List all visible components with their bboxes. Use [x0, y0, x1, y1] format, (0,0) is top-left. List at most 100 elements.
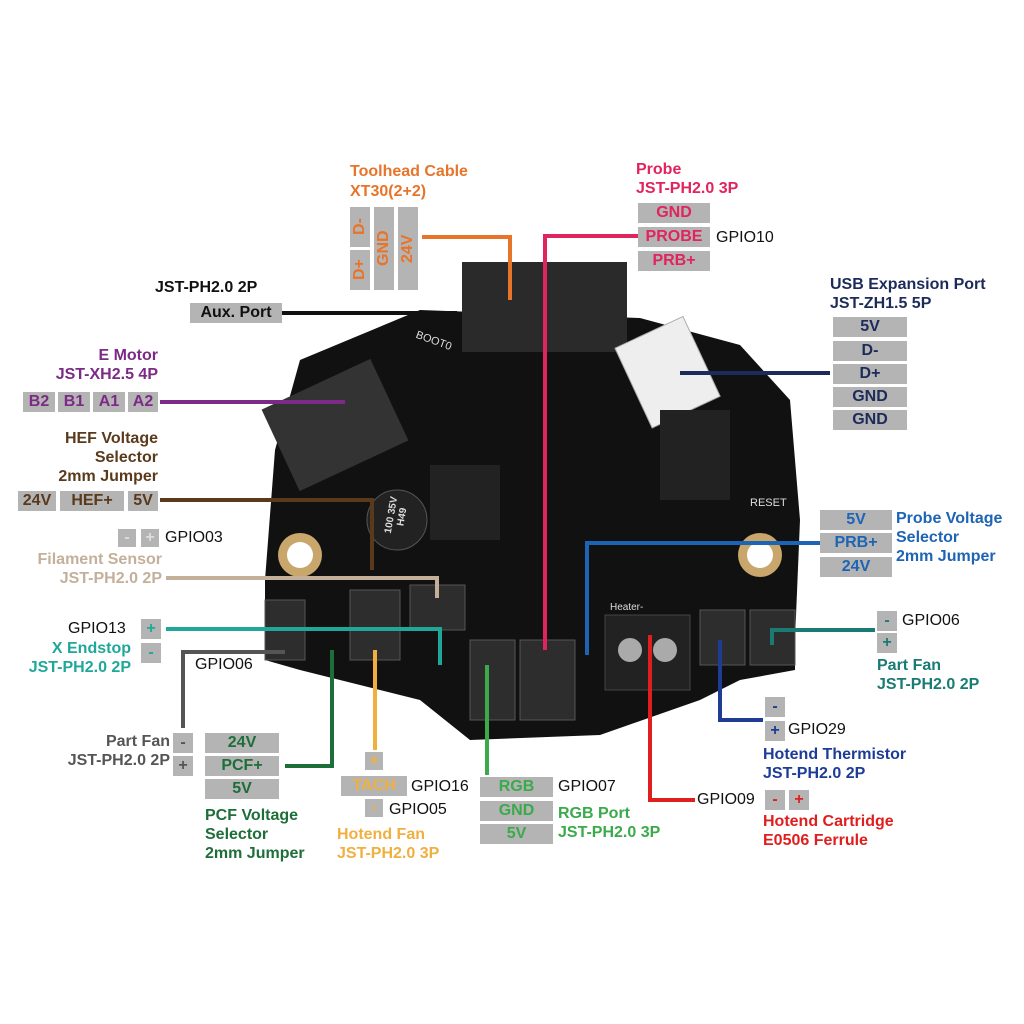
hotendfan-gpio-minus: GPIO05 [389, 801, 447, 818]
pin-pcf-plus: PCF+ [205, 756, 279, 776]
pin-5v: 5V [833, 317, 907, 337]
pin-plus: + [141, 529, 159, 547]
partfan-left-subtitle: JST-PH2.0 2P [67, 752, 170, 769]
usb-subtitle: JST-ZH1.5 5P [830, 295, 932, 312]
silk-heater-minus: Heater- [610, 602, 644, 613]
rgb-gpio: GPIO07 [558, 778, 616, 795]
pin-gnd: GND [374, 207, 394, 290]
pin-minus: - [765, 790, 785, 810]
filament-subtitle: JST-PH2.0 2P [59, 570, 162, 587]
pin-5v: 5V [480, 824, 553, 844]
pin-24v: 24V [205, 733, 279, 753]
probe-voltage-line [585, 541, 820, 655]
heatsink-1 [430, 465, 500, 540]
e-motor-connector [261, 358, 409, 492]
hef-title-3: 2mm Jumper [58, 468, 158, 485]
xendstop-gpio: GPIO13 [68, 620, 126, 637]
hotendfan-subtitle: JST-PH2.0 3P [337, 845, 440, 862]
probe-title: Probe [636, 161, 682, 178]
toolhead-subtitle: XT30(2+2) [350, 183, 427, 200]
pin-plus: + [877, 633, 897, 653]
partfan-right-gpio: GPIO06 [902, 612, 960, 629]
partfan-left-title: Part Fan [105, 733, 170, 750]
pin-24v: 24V [820, 557, 892, 577]
pcf-title: PCF Voltage [205, 807, 299, 824]
pin-gnd: GND [833, 387, 907, 407]
probe-gpio: GPIO10 [716, 229, 774, 246]
xendstop-line [166, 627, 442, 665]
pin-24v: 24V [18, 491, 56, 511]
heater-gpio: GPIO09 [697, 791, 755, 808]
pin-5v: 5V [820, 510, 892, 530]
xendstop-subtitle: JST-PH2.0 2P [28, 659, 131, 676]
probe-subtitle: JST-PH2.0 3P [636, 180, 739, 197]
pin-probe: PROBE [638, 227, 710, 247]
pin-5v: 5V [128, 491, 158, 511]
probe-voltage-title-3: 2mm Jumper [896, 548, 996, 565]
pcf-line [285, 650, 334, 768]
usb-title: USB Expansion Port [830, 276, 986, 293]
pin-a1: A1 [93, 392, 125, 412]
pin-tach: TACH [341, 776, 407, 796]
thermistor-gpio: GPIO29 [788, 721, 846, 738]
filament-title: Filament Sensor [37, 551, 162, 568]
hef-title: HEF Voltage [64, 430, 158, 447]
pin-plus: + [789, 790, 809, 810]
heater-terminal [604, 614, 691, 691]
hef-title-2: Selector [94, 449, 158, 466]
pin-d-plus: D+ [350, 250, 370, 290]
pin-gnd: GND [833, 410, 907, 430]
heater-line [648, 635, 695, 802]
xendstop-title: X Endstop [51, 640, 131, 657]
thermistor-title: Hotend Thermistor [763, 746, 907, 763]
silk-reset: RESET [750, 497, 787, 509]
thermistor-line [718, 640, 763, 722]
toolhead-title: Toolhead Cable [350, 163, 468, 180]
partfan-right-subtitle: JST-PH2.0 2P [877, 676, 980, 693]
pin-gnd: GND [480, 801, 553, 821]
pin-minus: - [173, 733, 193, 753]
pin-plus: + [365, 752, 383, 770]
pcf-title-3: 2mm Jumper [205, 845, 305, 862]
pcf-title-2: Selector [205, 826, 269, 843]
pin-minus: - [365, 799, 383, 817]
hotendfan-title: Hotend Fan [337, 826, 425, 843]
filament-line [166, 576, 439, 598]
filament-gpio: GPIO03 [165, 529, 223, 546]
pin-prb-plus: PRB+ [820, 533, 892, 553]
pin-24v: 24V [398, 207, 418, 290]
probe-line [543, 234, 638, 650]
pin-d-minus: D- [350, 207, 370, 247]
rgb-title: RGB Port [558, 805, 630, 822]
partfan-left-line [181, 650, 285, 728]
emotor-subtitle: JST-XH2.5 4P [55, 366, 158, 383]
pin-plus: + [141, 619, 161, 639]
capacitor [366, 489, 428, 551]
heater-title: Hotend Cartridge [763, 813, 894, 830]
toolhead-line [422, 235, 512, 300]
hef-line [160, 498, 374, 570]
thermistor-subtitle: JST-PH2.0 2P [763, 765, 866, 782]
pin-d-minus: D- [833, 341, 907, 361]
pin-5v: 5V [205, 779, 279, 799]
emotor-title: E Motor [98, 347, 158, 364]
partfan-right-title: Part Fan [877, 657, 942, 674]
aux-port-label: Aux. Port [190, 303, 282, 323]
pin-gnd: GND [638, 203, 710, 223]
rgb-subtitle: JST-PH2.0 3P [558, 824, 661, 841]
pin-plus: + [765, 721, 785, 741]
pin-b2: B2 [23, 392, 55, 412]
pin-a2: A2 [128, 392, 158, 412]
partfan-left-gpio: GPIO06 [195, 656, 253, 673]
pin-minus: - [118, 529, 136, 547]
aux-line [282, 311, 457, 425]
hotendfan-gpio-tach: GPIO16 [411, 778, 469, 795]
pin-plus: + [173, 756, 193, 776]
heatsink-2 [660, 410, 730, 500]
pin-minus: - [877, 611, 897, 631]
aux-title: JST-PH2.0 2P [155, 279, 258, 296]
pin-hef-plus: HEF+ [60, 491, 124, 511]
pin-d-plus: D+ [833, 364, 907, 384]
pin-minus: - [141, 643, 161, 663]
